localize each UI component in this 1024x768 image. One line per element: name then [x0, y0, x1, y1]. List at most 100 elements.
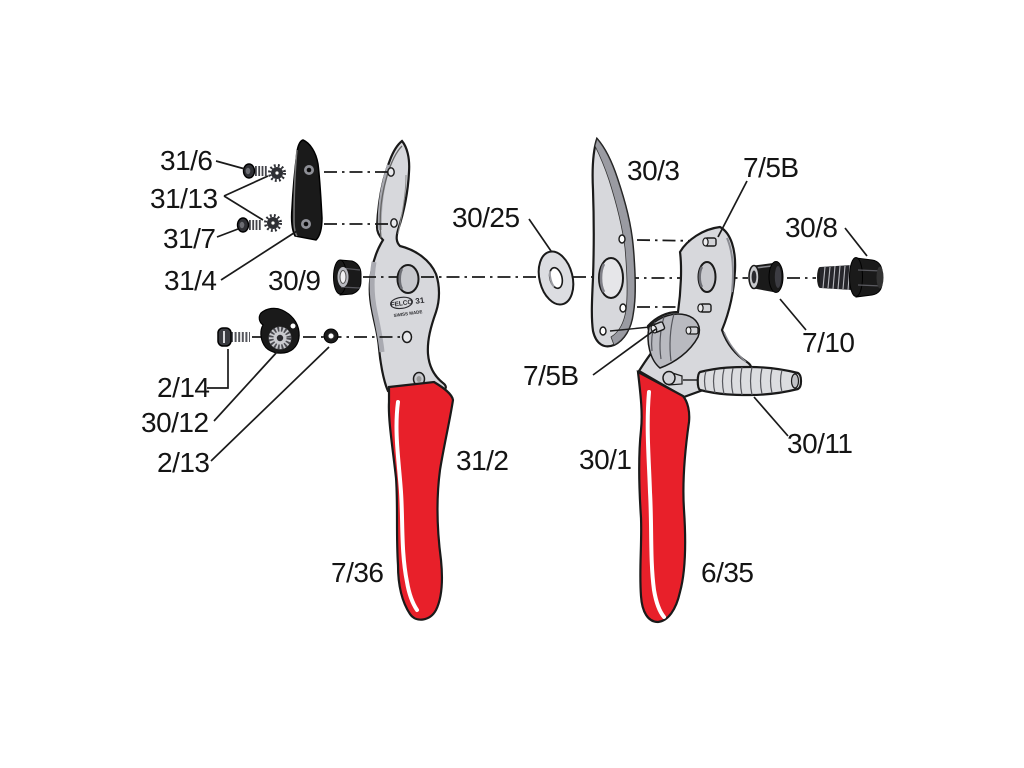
- screw-2-14: [217, 327, 250, 347]
- felco-model-text: 31: [415, 296, 426, 306]
- bolt-30-8: [817, 257, 884, 298]
- label-30-1: 30/1: [579, 444, 632, 475]
- leader-31-13-b: [223, 195, 264, 221]
- rivet-pin-7-5b-top: [702, 237, 717, 247]
- blade-boss-link-line: [609, 326, 651, 332]
- right-grip-body: [636, 370, 691, 624]
- left-handle-head: FELCO 31 SWISS MADE: [368, 139, 447, 393]
- leader-7-10: [779, 298, 807, 331]
- pin-top-cap: [702, 237, 709, 247]
- right-head-pivot-hole: [697, 261, 717, 293]
- label-30-8: 30/8: [785, 212, 838, 243]
- washer-top-hole: [274, 170, 280, 176]
- bolt-thread-2: [827, 266, 831, 289]
- boss-ridge-2: [659, 316, 665, 360]
- left-head-inner-line: [397, 174, 407, 235]
- anvil-hole-bottom-center: [303, 221, 309, 227]
- right-grip-highlight: [645, 390, 666, 619]
- rivet-pin-7-5b-lower: [697, 303, 712, 313]
- left-grip-highlight: [394, 400, 419, 612]
- leader-31-4: [220, 230, 298, 281]
- left-head-pivot-hole: [396, 264, 420, 294]
- bolt-thread-4: [837, 265, 841, 290]
- bolt-thread-3: [832, 265, 836, 290]
- screw-31-7-socket: [239, 221, 245, 229]
- cutting-blade-30-3: [590, 136, 651, 348]
- leader-30-25: [528, 218, 552, 252]
- blade-hole-top: [618, 234, 626, 244]
- bolt-thread-5: [842, 265, 846, 290]
- leader-31-13-a: [223, 175, 269, 197]
- leader-30-8: [844, 227, 868, 257]
- spring-coil-9: [779, 369, 783, 393]
- leader-30-11: [753, 396, 789, 437]
- bushing-7-10: [748, 261, 784, 293]
- screw-31-7: [236, 217, 262, 233]
- pin-lower-cap: [697, 303, 704, 313]
- felco-logo-text: FELCO: [390, 299, 413, 309]
- nut-30-9: [333, 259, 362, 296]
- spring-group: [662, 365, 803, 397]
- blade-hole-low: [619, 303, 627, 313]
- washer-bottom-teeth: [264, 214, 282, 232]
- boss-ridge-3: [669, 313, 675, 362]
- part-labels: 31/6 31/13 31/7 31/4 30/9 2/14 30/12 2/1…: [141, 145, 855, 588]
- label-31-13: 31/13: [150, 183, 218, 214]
- leader-7-5b-bottom: [592, 328, 657, 376]
- anvil-plate-group: [236, 139, 323, 241]
- spring-coil-8: [769, 368, 773, 394]
- blade-hole-shadow: [599, 263, 606, 293]
- label-2-13: 2/13: [157, 447, 210, 478]
- bushing-bore: [751, 270, 757, 284]
- left-head-hole-top: [387, 167, 395, 177]
- spring-rivet-cap: [416, 376, 422, 382]
- leader-31-7: [216, 228, 239, 238]
- blade-spine-band: [594, 138, 636, 346]
- spring-mount-pin: [662, 370, 676, 386]
- felco-logo-engraving: FELCO 31 SWISS MADE: [390, 296, 426, 318]
- spring-coil-3: [721, 368, 725, 395]
- screw-31-6: [242, 163, 268, 179]
- anvil-hole-top-center: [306, 167, 312, 173]
- rivet-pin-boss-right: [685, 326, 699, 335]
- spring-coil-5: [739, 366, 743, 396]
- lock-washer-31-13-bottom: [264, 214, 282, 232]
- catch-center-hole: [276, 334, 284, 342]
- washer-30-25-hole-shadow: [548, 270, 555, 288]
- label-30-9: 30/9: [268, 265, 321, 296]
- label-2-14: 2/14: [157, 372, 210, 403]
- swiss-made-text: SWISS MADE: [393, 309, 422, 318]
- pivot-hole-shadow: [398, 268, 404, 290]
- label-30-3: 30/3: [627, 155, 680, 186]
- right-head-flare-line: [723, 331, 747, 363]
- felco-logo-oval: [390, 296, 413, 310]
- spring-coil-7: [759, 367, 763, 395]
- label-31-7: 31/7: [163, 223, 216, 254]
- leader-31-6: [215, 160, 246, 170]
- leader-30-12: [213, 351, 278, 422]
- washer-bottom-hole: [270, 220, 276, 226]
- left-handle-grip: [387, 380, 455, 621]
- leader-2-14: [207, 349, 229, 389]
- nut-center: [339, 270, 347, 284]
- label-7-5b-top: 7/5B: [743, 152, 799, 183]
- left-head-hole-low: [401, 330, 413, 344]
- label-30-25: 30/25: [452, 202, 520, 233]
- nut-facet-bottom: [340, 286, 361, 289]
- right-handle-grip: [636, 370, 691, 624]
- spring-coil-6: [749, 366, 753, 396]
- lock-washer-31-13-top: [268, 164, 286, 182]
- spring-coil-4: [730, 367, 734, 395]
- thumb-catch-30-12: [258, 307, 300, 354]
- left-head-seat-line: [379, 145, 403, 239]
- label-31-6: 31/6: [160, 145, 213, 176]
- catch-hole: [290, 323, 296, 329]
- pin-boss-right-cap: [685, 326, 692, 335]
- right-pivot-shadow: [698, 266, 704, 288]
- catch-knurl-teeth: [268, 326, 292, 350]
- screw-31-6-socket: [245, 167, 251, 175]
- label-7-10: 7/10: [802, 327, 855, 358]
- label-31-2: 31/2: [456, 445, 509, 476]
- leader-2-13: [210, 346, 330, 462]
